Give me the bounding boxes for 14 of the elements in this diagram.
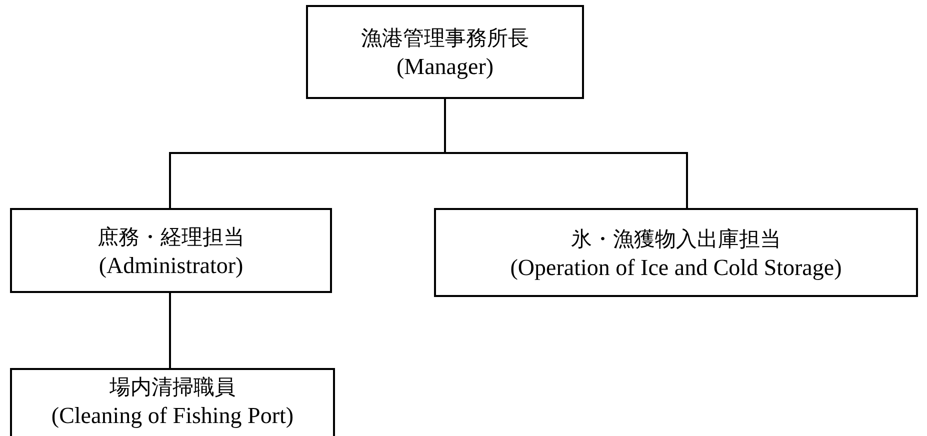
role-title: 場内清掃職員 bbox=[110, 374, 236, 401]
role-subtitle: (Operation of Ice and Cold Storage) bbox=[510, 254, 842, 282]
role-subtitle: (Manager) bbox=[396, 53, 494, 81]
connector-line bbox=[169, 293, 171, 368]
org-box bbox=[306, 5, 584, 99]
connector-line bbox=[444, 99, 688, 208]
role-subtitle: (Cleaning of Fishing Port) bbox=[51, 402, 294, 430]
role-title: 漁港管理事務所長 bbox=[361, 25, 529, 52]
org-box bbox=[10, 368, 335, 436]
role-title: 庶務・経理担当 bbox=[98, 224, 244, 250]
role-subtitle: (Administrator) bbox=[98, 252, 244, 280]
org-box bbox=[434, 208, 918, 297]
org-box bbox=[10, 208, 332, 293]
role-title: 氷・漁獲物入出庫担当 bbox=[571, 226, 781, 252]
